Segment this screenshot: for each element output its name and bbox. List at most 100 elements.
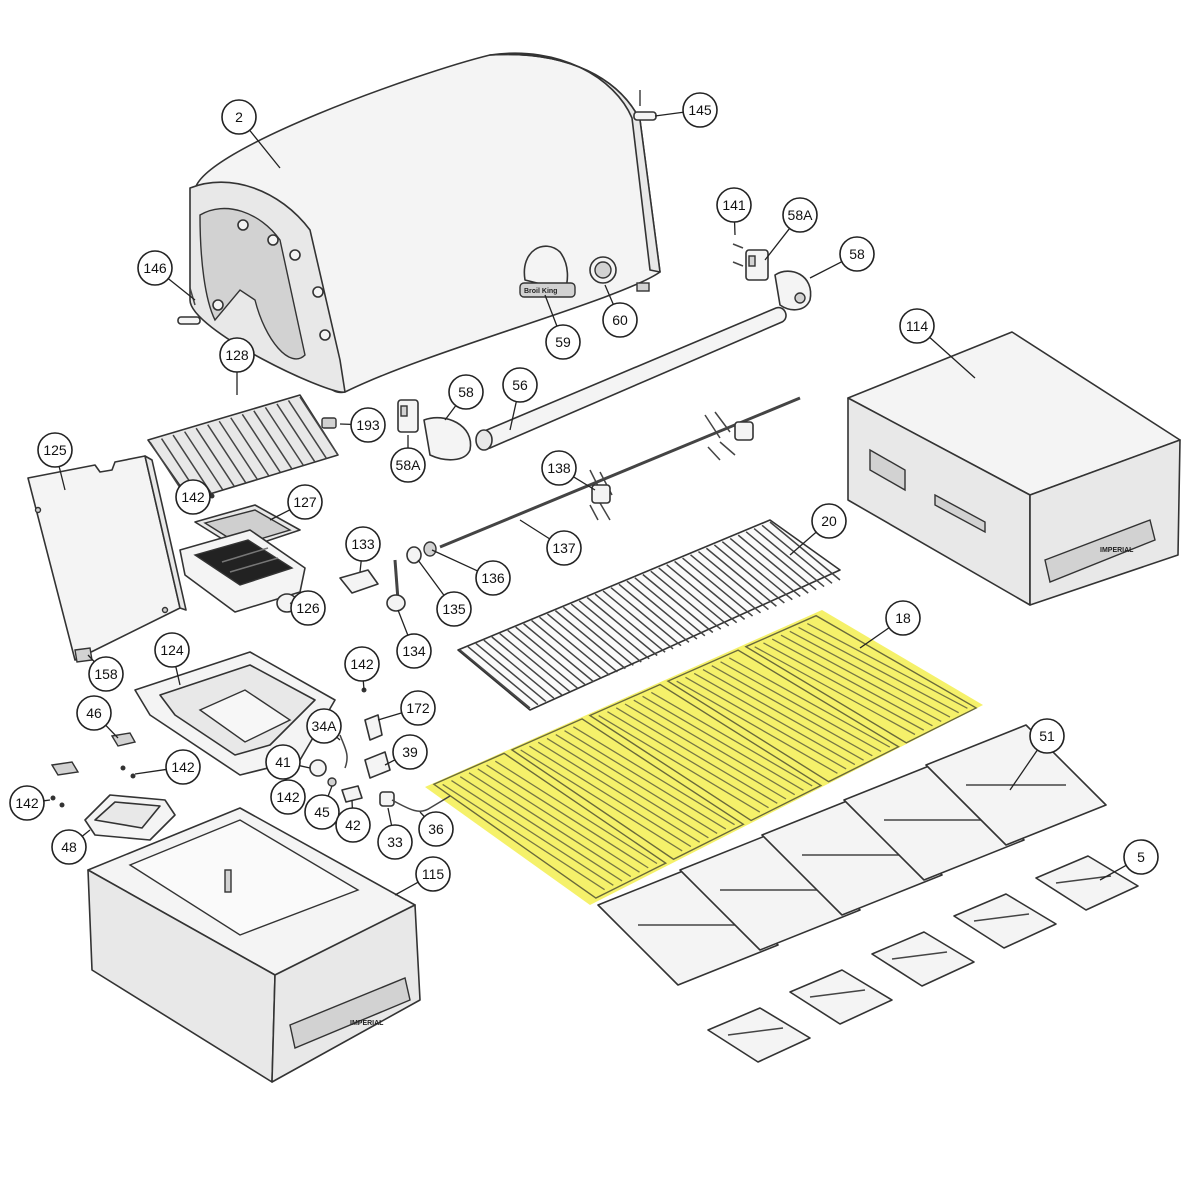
grid-panel: [432, 752, 668, 899]
rack-bar: [626, 580, 698, 640]
grate-bar: [230, 417, 270, 477]
leader-side-burner-lid-hinge: [87, 654, 95, 663]
grid-bar: [451, 779, 614, 886]
callout-counterweight: 134: [396, 633, 432, 669]
callout-screw: 142: [165, 749, 201, 785]
callout-label: 33: [387, 834, 403, 850]
side-burner-lid: [27, 455, 187, 661]
rack-bar: [515, 626, 587, 686]
heat-tent: [707, 855, 1139, 1063]
rack-bar: [618, 583, 690, 643]
leader-drip-cup: [81, 829, 91, 837]
rotisserie-bracket-screw: [732, 243, 744, 267]
callout-circle: [335, 807, 371, 843]
right-shelf-logo: IMPERIAL: [1100, 547, 1134, 554]
callout-label: 134: [402, 643, 426, 659]
grid-bar: [529, 745, 692, 848]
callout-circle: [502, 367, 538, 403]
leader-screw: [362, 680, 365, 691]
callout-circle: [546, 530, 582, 566]
callout-side-burner-lid: 125: [37, 432, 73, 468]
lid-clip: [636, 282, 650, 292]
callout-lid-end-cap-screw: 146: [137, 250, 173, 286]
rack-bar: [721, 541, 793, 601]
callout-rotisserie-motor-bracket: 133: [345, 526, 381, 562]
callout-circle: [350, 407, 386, 443]
callout-circle: [541, 450, 577, 486]
callout-circle: [88, 656, 124, 692]
callout-label: 58: [458, 384, 474, 400]
callout-rotisserie-bracket-screw: 141: [716, 187, 752, 223]
grid-bar: [754, 646, 916, 736]
leader-cooking-grids: [859, 627, 890, 649]
callout-circle: [415, 856, 451, 892]
grid-bar: [477, 768, 640, 873]
callout-label: 158: [94, 666, 118, 682]
lid-end-cap-screw: [177, 287, 201, 325]
leader-counterweight: [397, 609, 409, 636]
callout-circle: [475, 560, 511, 596]
callout-label: 133: [351, 536, 375, 552]
callout-label: 126: [296, 600, 320, 616]
rack-bar: [658, 567, 730, 627]
grid-panel: [666, 649, 900, 783]
callout-circle: [602, 302, 638, 338]
heat-tent-plate: [953, 893, 1057, 949]
callout-label: 172: [406, 700, 430, 716]
callout-washer: 45: [304, 794, 340, 830]
callout-label: 138: [547, 460, 571, 476]
callout-label: 127: [293, 494, 317, 510]
callout-circle: [287, 484, 323, 520]
callout-circle: [885, 600, 921, 636]
grid-panel: [510, 718, 745, 861]
callout-circle: [396, 633, 432, 669]
rack-bar: [650, 570, 722, 630]
grid-panel: [588, 683, 823, 822]
left-side-shelf: IMPERIAL: [87, 807, 421, 1083]
rack-bar: [523, 623, 595, 683]
callout-label: 34A: [312, 718, 338, 734]
callout-circle: [436, 591, 472, 627]
leader-bracket: [105, 724, 119, 739]
callout-label: 58A: [788, 207, 814, 223]
callout-circle: [400, 690, 436, 726]
callout-circle: [137, 250, 173, 286]
gas-hose: [391, 795, 451, 812]
callout-label: 128: [225, 347, 249, 363]
grid-bar: [702, 669, 864, 761]
callout-label: 20: [821, 513, 837, 529]
callout-lid-bumper: 193: [350, 407, 386, 443]
rack-bar: [491, 636, 563, 696]
grate-bar: [172, 434, 212, 494]
grid-bar: [468, 772, 632, 878]
callout-circle: [392, 734, 428, 770]
heat-tent-plate: [871, 931, 975, 987]
callout-right-side-shelf: 114: [899, 308, 935, 344]
leader-rotisserie-motor-bracket: [359, 560, 362, 573]
callout-circle: [377, 824, 413, 860]
leader-rotisserie-end-cap-left: [444, 405, 457, 421]
callout-label: 141: [722, 197, 746, 213]
callout-label: 114: [906, 318, 929, 334]
leader-heat-tent: [1099, 864, 1127, 881]
igniter-electrode: [364, 714, 383, 741]
callout-label: 142: [350, 656, 374, 672]
callout-lid-thermometer: 60: [602, 302, 638, 338]
heat-tent-fold: [973, 913, 1030, 922]
rack-bar: [745, 531, 817, 591]
callout-circle: [390, 447, 426, 483]
rack-bar: [697, 550, 769, 611]
grid-bar: [693, 672, 856, 766]
rack-bar: [634, 577, 706, 637]
washer: [327, 777, 337, 787]
grate-bar: [276, 403, 316, 463]
callout-side-burner-electrode: 34A: [306, 708, 342, 744]
callout-label: 42: [345, 817, 361, 833]
callout-circle: [716, 187, 752, 223]
callout-rotisserie-forks: 138: [541, 450, 577, 486]
grid-bar: [789, 630, 951, 718]
callout-label: 48: [61, 839, 77, 855]
rack-bar: [729, 537, 801, 597]
callout-rotisserie-end-cap-right: 58: [839, 236, 875, 272]
callout-label: 142: [276, 789, 300, 805]
